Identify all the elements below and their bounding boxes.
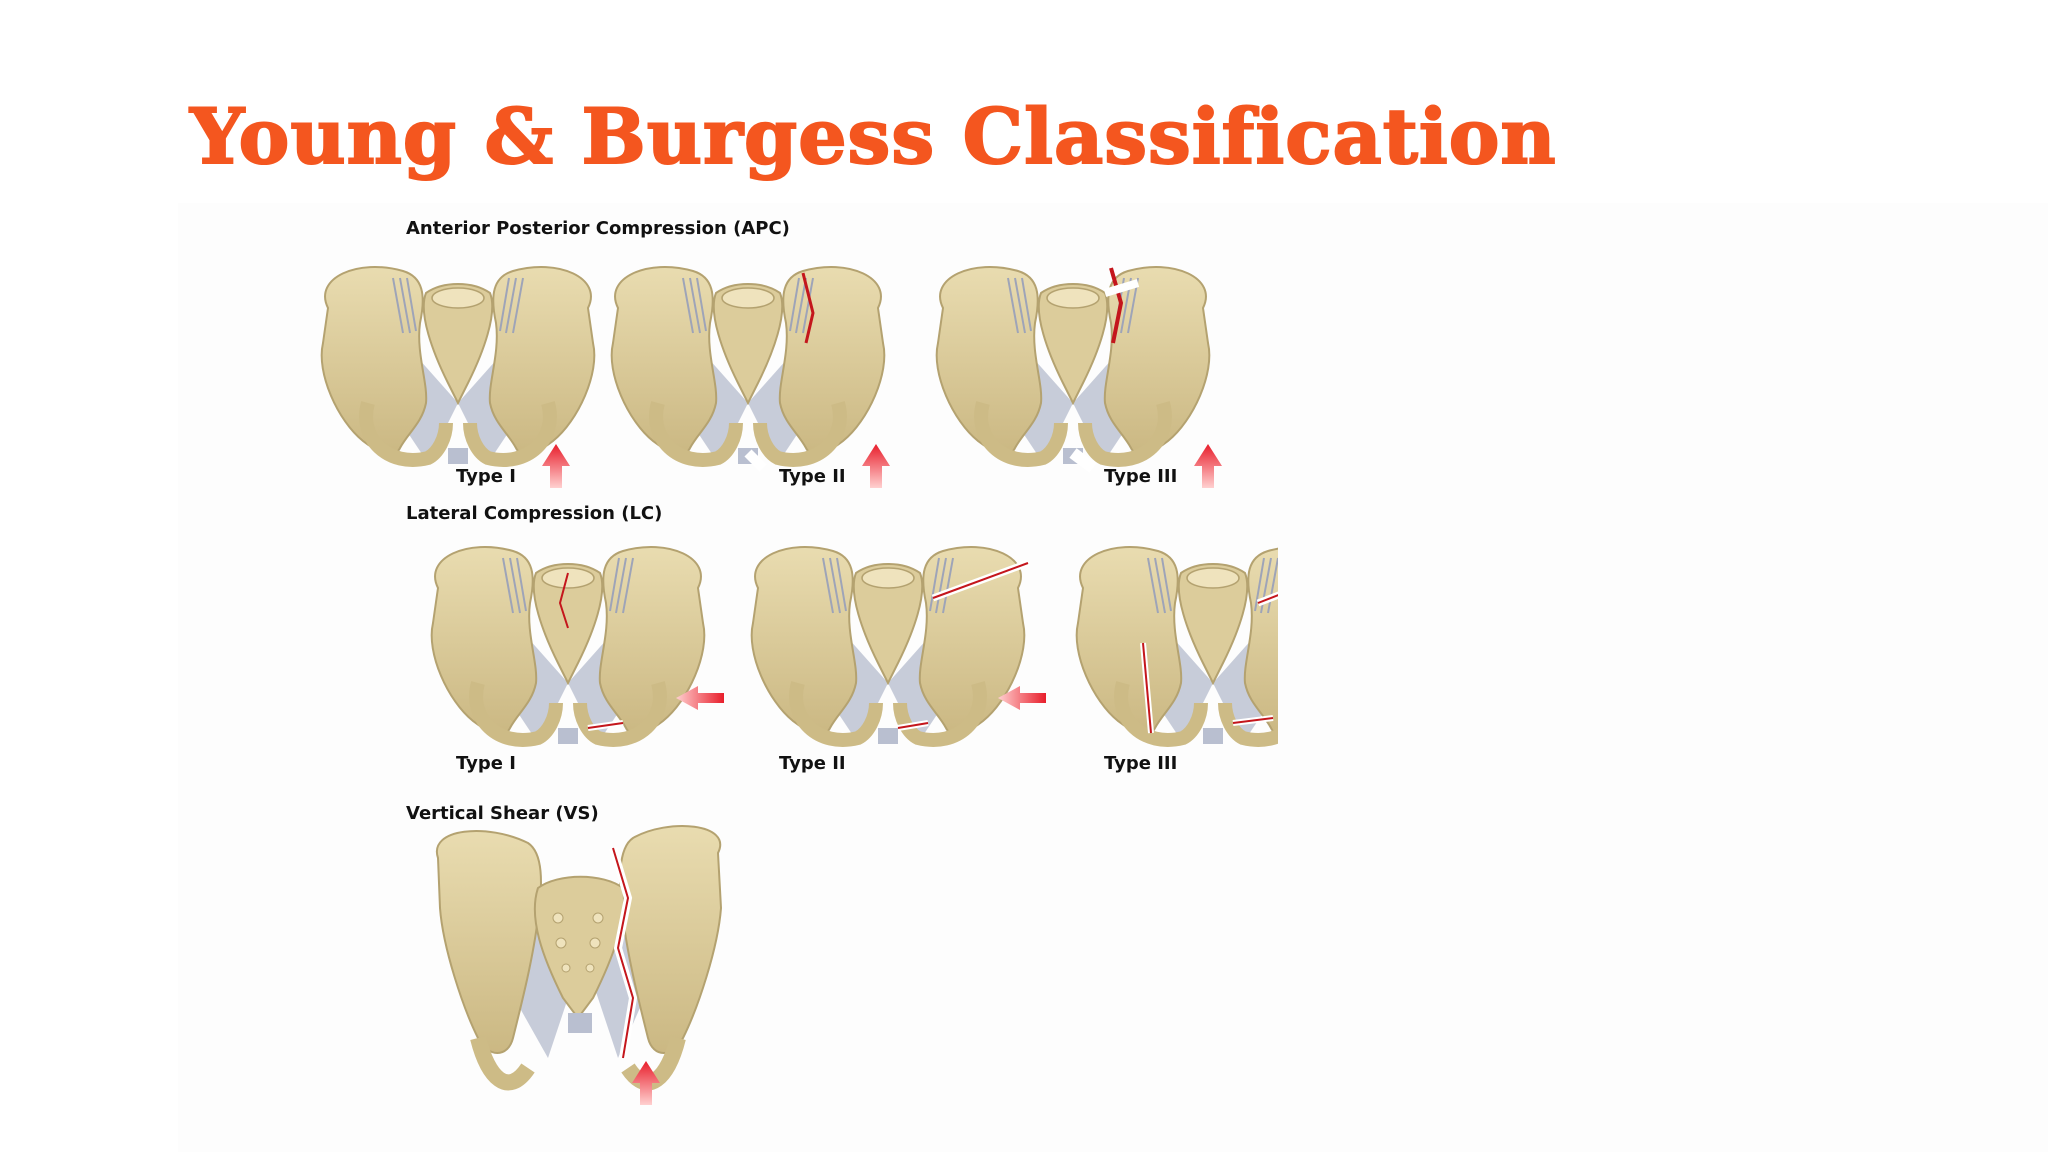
lc-type-2-label: Type II: [779, 753, 846, 774]
apc-type-1-pelvis: [322, 267, 595, 464]
apc-type-3-label: Type III: [1104, 466, 1177, 487]
classification-figure: Anterior Posterior Compression (APC) Typ…: [178, 203, 2048, 1152]
lc-type-3-label: Type III: [1104, 753, 1177, 774]
lc-type-3-pelvis: [1077, 547, 1278, 744]
apc-type-2-pelvis: [612, 267, 885, 468]
lc-type-1-label: Type I: [456, 753, 516, 774]
apc-section-label: Anterior Posterior Compression (APC): [406, 218, 790, 239]
vs-section-label: Vertical Shear (VS): [406, 803, 599, 824]
apc-type-3-pelvis: [937, 267, 1210, 468]
force-arrow-icon: [862, 444, 890, 488]
lc-type-1-pelvis: [432, 547, 705, 744]
apc-type-2-label: Type II: [779, 466, 846, 487]
force-arrow-icon: [542, 444, 570, 488]
slide-title: Young & Burgess Classification: [190, 92, 1557, 181]
vs-pelvis: [437, 826, 721, 1082]
pelvis-illustrations: [178, 203, 1278, 1143]
apc-type-1-label: Type I: [456, 466, 516, 487]
lc-section-label: Lateral Compression (LC): [406, 503, 662, 524]
lc-type-2-pelvis: [752, 547, 1028, 744]
force-arrow-icon: [1194, 444, 1222, 488]
